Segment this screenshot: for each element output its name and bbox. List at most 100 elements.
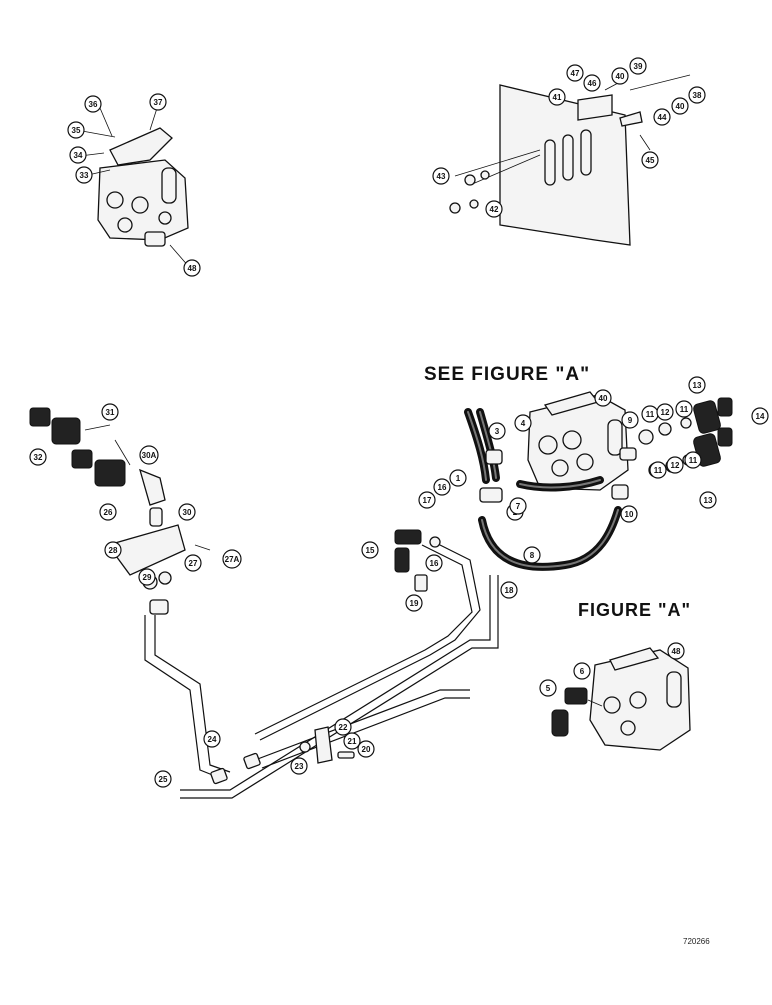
callout-40: 40	[594, 389, 612, 407]
callout-circle	[688, 86, 706, 104]
callout-number: 6	[580, 667, 585, 676]
callout-4: 4	[514, 414, 532, 432]
callout-6: 6	[573, 662, 591, 680]
steel-pipes	[144, 539, 499, 799]
callout-16: 16	[425, 554, 443, 572]
callout-number: 22	[339, 723, 348, 732]
callout-circle	[290, 757, 308, 775]
callout-circle	[656, 403, 674, 421]
pipe-clamp	[299, 726, 355, 764]
callout-circle	[334, 718, 352, 736]
callout-circle	[418, 491, 436, 509]
callout-22: 22	[334, 718, 352, 736]
callout-41: 41	[548, 88, 566, 106]
callout-circle	[222, 549, 242, 569]
callout-number: 11	[680, 405, 689, 414]
callout-36: 36	[84, 95, 102, 113]
callout-45: 45	[641, 151, 659, 169]
callout-12: 12	[656, 403, 674, 421]
callout-circle	[620, 505, 638, 523]
callout-number: 37	[154, 98, 163, 107]
callout-number: 19	[410, 599, 419, 608]
callout-12: 12	[666, 456, 684, 474]
callout-28: 28	[104, 541, 122, 559]
callout-26: 26	[99, 503, 117, 521]
callout-number: 27A	[225, 555, 240, 564]
callout-circle	[433, 478, 451, 496]
callout-circle	[449, 469, 467, 487]
callout-circle	[138, 568, 156, 586]
callout-number: 48	[672, 647, 681, 656]
callout-circle	[488, 422, 506, 440]
callout-circle	[500, 581, 518, 599]
callout-circle	[29, 448, 47, 466]
callout-40: 40	[611, 67, 629, 85]
callout-circle	[485, 200, 503, 218]
callout-number: 36	[89, 100, 98, 109]
callout-13: 13	[688, 376, 706, 394]
callout-46: 46	[583, 74, 601, 92]
callout-20: 20	[357, 740, 375, 758]
callout-11: 11	[675, 400, 693, 418]
callout-number: 14	[756, 412, 765, 421]
callout-44: 44	[653, 108, 671, 126]
callout-34: 34	[69, 146, 87, 164]
callout-16: 16	[433, 478, 451, 496]
callout-number: 8	[530, 551, 535, 560]
callout-19: 19	[405, 594, 423, 612]
callout-circle	[684, 451, 702, 469]
callout-42: 42	[485, 200, 503, 218]
callout-circle	[139, 445, 159, 465]
callout-number: 28	[109, 546, 118, 555]
callout-circle	[671, 97, 689, 115]
left-elbows	[394, 529, 441, 573]
callout-circle	[667, 642, 685, 660]
figure-a-valve	[551, 647, 691, 751]
callout-8: 8	[523, 546, 541, 564]
callout-48: 48	[183, 259, 201, 277]
callout-number: 41	[553, 93, 562, 102]
callout-32: 32	[29, 448, 47, 466]
callout-number: 42	[490, 205, 499, 214]
callout-number: 45	[646, 156, 655, 165]
callout-14: 14	[751, 407, 769, 425]
callout-circle	[594, 389, 612, 407]
callout-circle	[99, 503, 117, 521]
callout-number: 16	[438, 483, 447, 492]
callout-number: 31	[106, 408, 115, 417]
callout-37: 37	[149, 93, 167, 111]
callout-circle	[149, 93, 167, 111]
callout-number: 20	[362, 745, 371, 754]
callout-25: 25	[154, 770, 172, 788]
callout-circle	[178, 503, 196, 521]
callout-48: 48	[667, 642, 685, 660]
callout-circle	[583, 74, 601, 92]
callout-number: 34	[74, 151, 83, 160]
callout-number: 1	[456, 474, 461, 483]
callout-number: 24	[208, 735, 217, 744]
callout-circle	[629, 57, 647, 75]
callout-number: 13	[693, 381, 702, 390]
callout-number: 39	[634, 62, 643, 71]
control-valve-center	[527, 391, 629, 491]
callout-number: 4	[521, 419, 526, 428]
callout-27: 27	[184, 554, 202, 572]
callout-number: 38	[693, 91, 702, 100]
callout-circle	[184, 554, 202, 572]
callout-15: 15	[361, 541, 379, 559]
callout-29: 29	[138, 568, 156, 586]
callout-5: 5	[539, 679, 557, 697]
callout-circle	[573, 662, 591, 680]
callout-circle	[523, 546, 541, 564]
callout-number: 25	[159, 775, 168, 784]
document-number: 720266	[683, 937, 710, 946]
callout-number: 40	[676, 102, 685, 111]
callout-circle	[405, 594, 423, 612]
callout-circle	[101, 403, 119, 421]
callout-number: 26	[104, 508, 113, 517]
callout-circle	[154, 770, 172, 788]
callout-number: 21	[348, 737, 357, 746]
callout-11: 11	[684, 451, 702, 469]
